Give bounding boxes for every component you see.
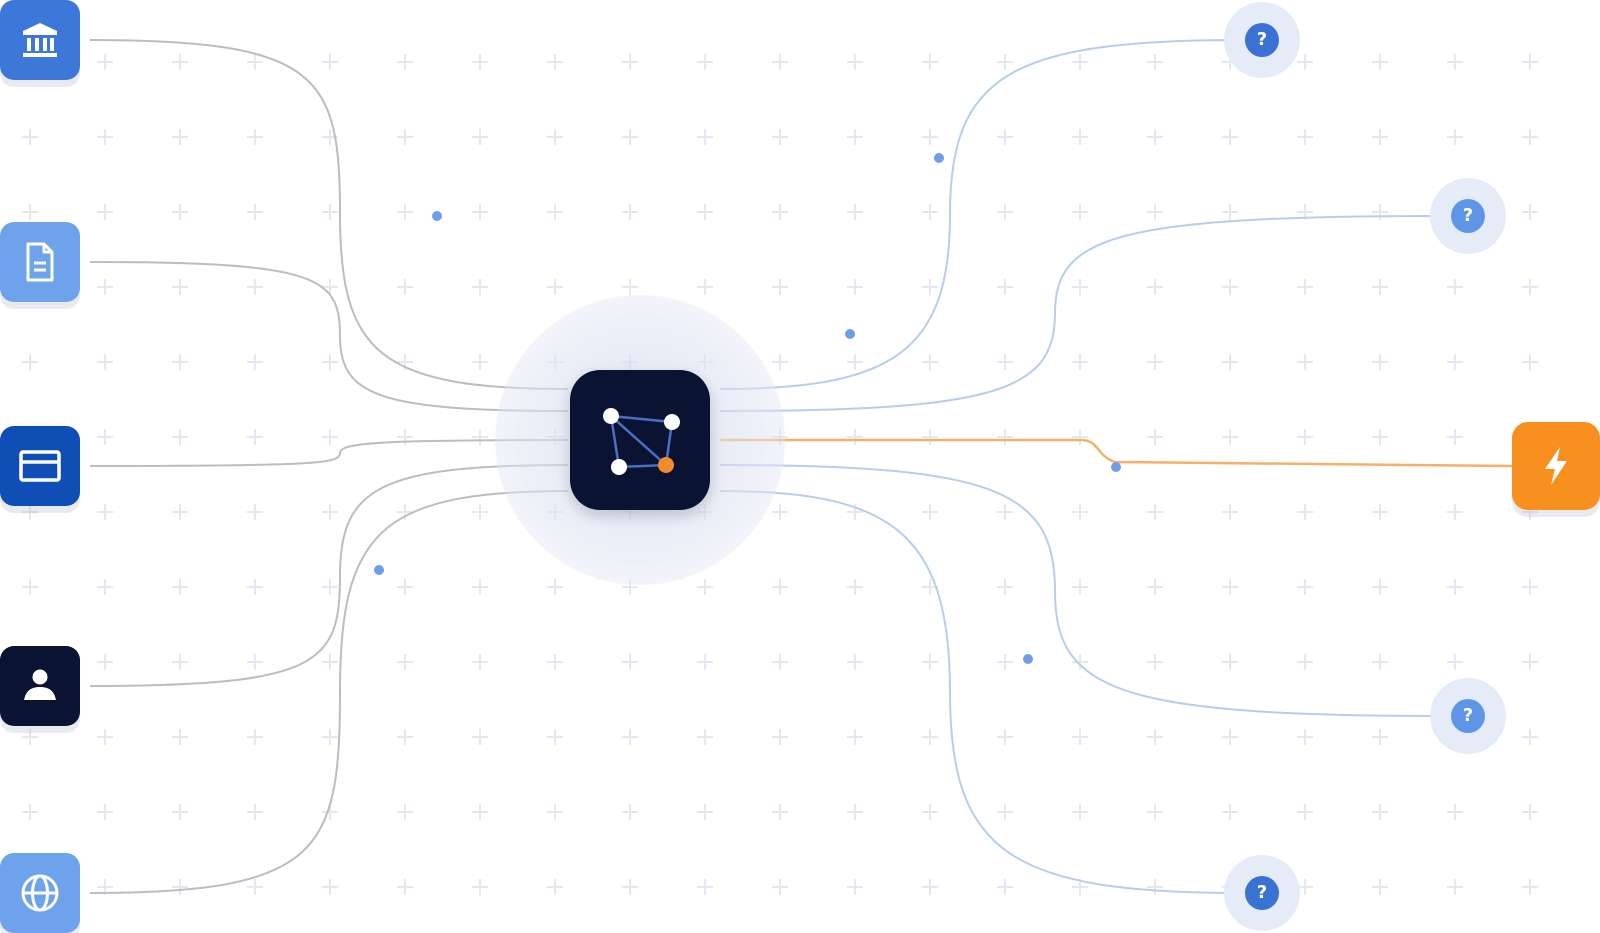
floating-dot bbox=[845, 329, 855, 339]
network-node-accent bbox=[658, 457, 674, 473]
floating-dot bbox=[374, 565, 384, 575]
target-lightning[interactable] bbox=[1512, 422, 1600, 510]
target-unknown-3[interactable]: ? bbox=[1430, 678, 1506, 754]
question-icon: ? bbox=[1245, 876, 1279, 910]
source-connection-line bbox=[89, 39, 569, 390]
question-icon: ? bbox=[1451, 199, 1485, 233]
bank-icon bbox=[23, 23, 57, 57]
target-unknown-1[interactable]: ? bbox=[1224, 2, 1300, 78]
source-connection-line bbox=[89, 490, 569, 894]
source-connection-line bbox=[89, 439, 569, 467]
network-edge bbox=[609, 415, 621, 468]
target-unknown-4[interactable]: ? bbox=[1224, 855, 1300, 931]
target-connection-line bbox=[719, 464, 1449, 717]
credit-card-icon bbox=[19, 450, 61, 482]
lightning-bolt-icon bbox=[1545, 447, 1567, 485]
source-globe[interactable] bbox=[0, 853, 80, 933]
target-connection-line bbox=[719, 215, 1449, 412]
network-node bbox=[611, 459, 627, 475]
floating-dot bbox=[1023, 654, 1033, 664]
floating-dot bbox=[432, 211, 442, 221]
source-bank[interactable] bbox=[0, 0, 80, 80]
hub-node[interactable] bbox=[570, 370, 710, 510]
source-document[interactable] bbox=[0, 222, 80, 302]
target-unknown-2[interactable]: ? bbox=[1430, 178, 1506, 254]
document-icon bbox=[26, 242, 54, 282]
active-connection-line bbox=[720, 438, 1513, 468]
person-icon bbox=[24, 669, 56, 700]
target-connection-line bbox=[719, 490, 1243, 894]
globe-icon bbox=[21, 874, 59, 912]
network-edge bbox=[610, 414, 673, 424]
source-connection-line bbox=[89, 464, 569, 687]
source-person[interactable] bbox=[0, 646, 80, 726]
network-edge bbox=[610, 415, 667, 466]
question-icon: ? bbox=[1451, 699, 1485, 733]
network-graph-icon bbox=[603, 408, 680, 475]
floating-dot bbox=[1111, 462, 1121, 472]
target-connection-line bbox=[719, 39, 1243, 390]
network-node bbox=[603, 408, 619, 424]
question-icon: ? bbox=[1245, 23, 1279, 57]
source-connection-line bbox=[89, 261, 569, 412]
source-card[interactable] bbox=[0, 426, 80, 506]
network-node bbox=[664, 414, 680, 430]
floating-dot bbox=[934, 153, 944, 163]
